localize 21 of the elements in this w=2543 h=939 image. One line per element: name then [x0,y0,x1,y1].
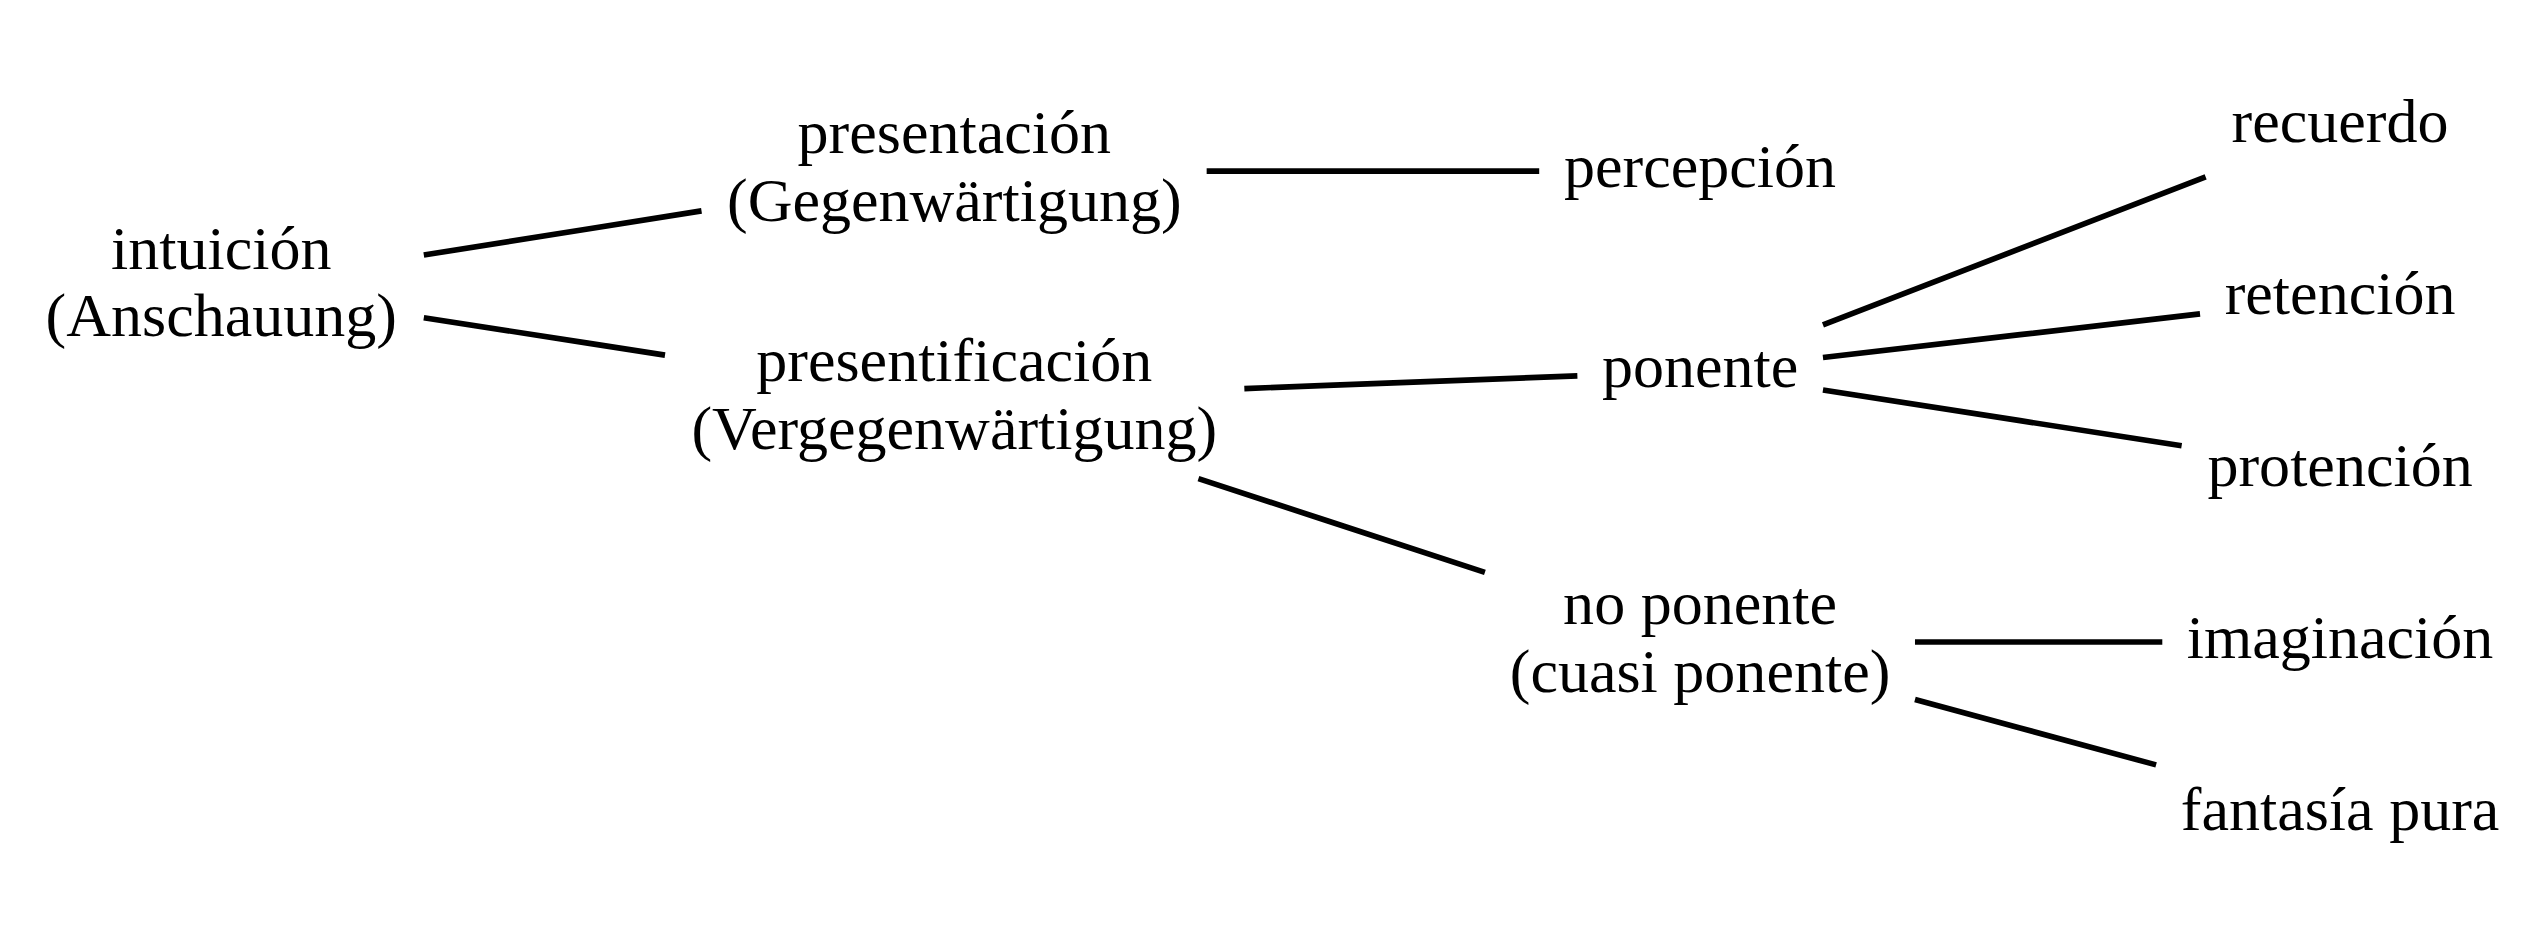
connector [1197,475,1486,575]
node-text: fantasía pura [2180,774,2500,843]
node-text: no ponente (cuasi ponente) [1509,568,1891,705]
node-text: protención [2207,430,2473,499]
node-text: imaginación [2186,602,2494,671]
node-text: presentación (Gegenwärtigung) [727,97,1182,234]
node-text: ponente [1601,331,1799,400]
connector [1244,372,1578,391]
node-text: intuición (Anschauung) [45,213,397,349]
connector [1914,696,2157,768]
connector [423,314,666,358]
connector [1821,173,2207,327]
node-text: recuerdo [2231,86,2449,155]
node-text: percepción [1564,131,1837,200]
connector [1822,310,2201,360]
connector [1822,386,2183,449]
node-text: presentificación (Vergegenwärtigung) [691,325,1218,462]
node-text: retención [2224,258,2456,327]
connector [1915,638,2163,645]
connector [423,207,702,258]
connector [1206,167,1540,174]
